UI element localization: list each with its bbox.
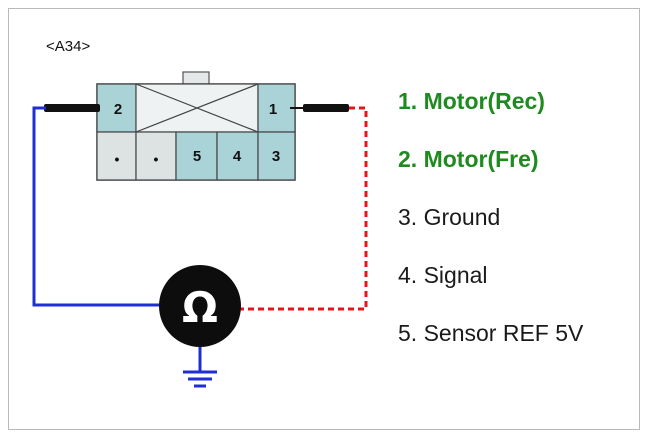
blocked-cross-2 <box>135 83 259 133</box>
probe-tip-pin-2 <box>44 104 100 112</box>
pin-cell-5 <box>175 131 218 181</box>
pin-label-blank-a: • <box>115 151 120 167</box>
connector-id-label: <A34> <box>46 38 91 55</box>
pin-label-blank-b: • <box>154 151 159 167</box>
diagram-frame <box>8 8 640 430</box>
pin-label-1: 1 <box>269 101 277 118</box>
pin-label-5: 5 <box>193 148 201 165</box>
pin-function-5: 5. Sensor REF 5V <box>398 320 584 346</box>
pin-function-2: 2. Motor(Fre) <box>398 146 539 172</box>
ohmmeter <box>159 265 241 347</box>
ohm-symbol: Ω <box>182 283 218 332</box>
test-lead-blue <box>32 106 162 307</box>
pin-label-2: 2 <box>114 101 122 118</box>
pin-label-4: 4 <box>233 148 242 165</box>
pin-label-3: 3 <box>272 148 280 165</box>
pin-cell-4 <box>216 131 259 181</box>
pin-function-list: 1. Motor(Rec) 2. Motor(Fre) 3. Ground 4.… <box>398 86 583 376</box>
pin-cell-blank-b <box>135 131 177 181</box>
pin-function-4: 4. Signal <box>398 262 488 288</box>
probe-tip-pin-1 <box>303 104 349 112</box>
pin-function-1: 1. Motor(Rec) <box>398 88 545 114</box>
ground-icon <box>183 370 217 388</box>
pin-cell-3 <box>257 131 296 181</box>
pin-function-3: 3. Ground <box>398 204 501 230</box>
test-lead-red <box>240 106 368 311</box>
